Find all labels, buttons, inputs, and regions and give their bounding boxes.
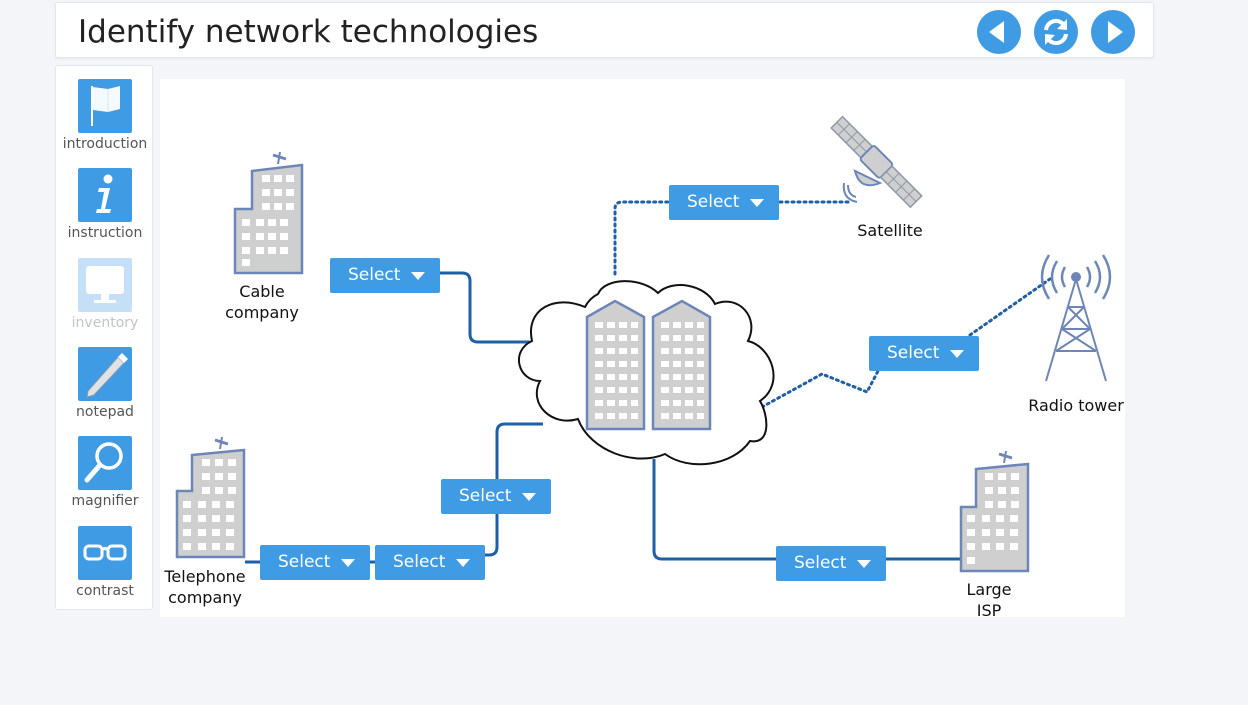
tool-notepad[interactable]: notepad (56, 347, 154, 433)
tool-label: inventory (71, 315, 139, 331)
tool-label: contrast (76, 583, 134, 599)
select-label: Select (278, 552, 331, 572)
monitor-icon (86, 266, 124, 303)
select-label: Select (348, 265, 401, 285)
tool-inventory: inventory (56, 258, 154, 344)
tool-introduction[interactable]: introduction (56, 79, 154, 165)
select-label: Select (459, 486, 512, 506)
tool-contrast[interactable]: contrast (56, 526, 154, 612)
info-icon (96, 174, 113, 213)
tool-label: instruction (67, 225, 143, 241)
reset-button[interactable] (1034, 10, 1078, 54)
caret-down-icon (341, 559, 355, 567)
select-cable-link[interactable]: Select (330, 258, 440, 293)
network-diagram: Cable company Telephone company Satellit… (160, 79, 1125, 617)
caret-down-icon (750, 199, 764, 207)
caret-down-icon (522, 493, 536, 501)
diagram-graphics (175, 115, 1112, 573)
back-arrow-icon (989, 21, 1004, 43)
select-label: Select (687, 192, 740, 212)
satellite-graphic (830, 115, 923, 209)
tool-instruction[interactable]: instruction (56, 168, 154, 254)
refresh-icon (1044, 18, 1068, 46)
back-button[interactable] (977, 10, 1021, 54)
select-satellite-link[interactable]: Select (669, 185, 779, 220)
telephone-company-building (175, 436, 246, 559)
select-phone-link-upper[interactable]: Select (441, 479, 551, 514)
caret-down-icon (411, 272, 425, 280)
select-label: Select (887, 343, 940, 363)
forward-arrow-icon (1108, 21, 1123, 43)
select-label: Select (393, 552, 446, 572)
page-title: Identify network technologies (78, 14, 539, 50)
magnifier-icon (84, 442, 123, 483)
caret-down-icon (456, 559, 470, 567)
tool-magnifier[interactable]: magnifier (56, 436, 154, 522)
datacenter-buildings (585, 299, 712, 431)
internet-cloud (518, 280, 775, 466)
forward-button[interactable] (1091, 10, 1135, 54)
telephone-company-label: Telephone company (164, 567, 246, 607)
select-phone-link-a[interactable]: Select (260, 545, 370, 580)
wireless-links (613, 200, 1052, 409)
select-phone-link-b[interactable]: Select (375, 545, 485, 580)
pencil-icon (86, 353, 128, 398)
select-isp-link[interactable]: Select (776, 546, 886, 581)
select-label: Select (794, 553, 847, 573)
header-bar: Identify network technologies (55, 2, 1154, 58)
glasses-icon (83, 544, 127, 561)
cable-company-label: Cable company (225, 282, 299, 322)
flag-icon (91, 86, 120, 126)
tool-label: notepad (76, 404, 134, 420)
tool-label: magnifier (71, 493, 139, 509)
tool-sidebar: introduction instruction inventory (55, 65, 153, 610)
caret-down-icon (857, 560, 871, 568)
satellite-label: Satellite (857, 221, 923, 240)
tool-label: introduction (62, 136, 148, 152)
large-isp-label: Large ISP (966, 580, 1012, 617)
radio-tower-label: Radio tower (1028, 396, 1124, 415)
caret-down-icon (950, 350, 964, 358)
isp-building (959, 450, 1030, 573)
radio-tower-graphic (1040, 254, 1112, 382)
select-radio-link[interactable]: Select (869, 336, 979, 371)
cable-company-building (233, 151, 304, 275)
